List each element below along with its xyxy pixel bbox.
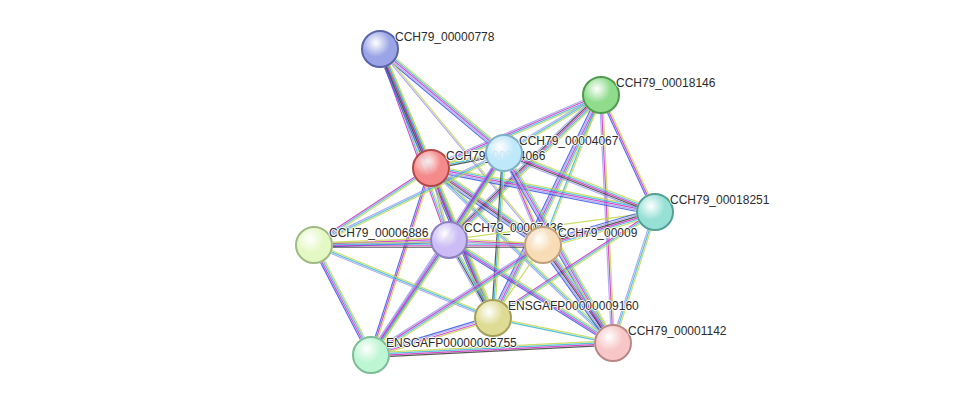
protein-node: CCH79_00009 (524, 226, 562, 264)
node-label: CCH79_00009 (558, 226, 637, 240)
node-label: CCH79_00018251 (670, 193, 769, 207)
node-label: CCH79_00004067 (519, 134, 618, 148)
evidence-line (521, 163, 637, 208)
evidence-line (521, 161, 637, 206)
evidence-line (555, 260, 603, 327)
evidence-line (556, 259, 604, 326)
node-label: ENSGAFP00000005755 (386, 336, 517, 350)
interaction-edge (435, 186, 445, 222)
evidence-line (468, 243, 524, 246)
evidence-line (381, 255, 438, 339)
interaction-edge (392, 63, 532, 231)
protein-node: CCH79_00018146 (582, 76, 620, 114)
evidence-line (609, 112, 647, 195)
evidence-line (331, 161, 487, 236)
evidence-line (388, 257, 528, 347)
protein-node: ENSGAFP00000009160 (474, 299, 512, 337)
evidence-line (493, 172, 501, 299)
interaction-edge (385, 65, 489, 301)
evidence-line (522, 160, 638, 205)
evidence-line (387, 255, 527, 345)
evidence-line (387, 256, 527, 346)
evidence-line (325, 261, 365, 337)
evidence-line (386, 253, 526, 343)
evidence-line (323, 262, 363, 338)
protein-node: CCH79_00001142 (594, 324, 632, 362)
evidence-line (557, 258, 605, 325)
evidence-line (321, 263, 361, 339)
node-label: CCH79_00006886 (329, 226, 428, 240)
node-label: ENSGAFP00000009160 (508, 299, 639, 313)
evidence-line (553, 261, 601, 328)
protein-node: CCH79_00000778 (361, 30, 399, 68)
protein-node: CCH79_00004067 (485, 134, 523, 172)
evidence-line (608, 113, 646, 196)
evidence-line (389, 66, 487, 300)
node-label: CCH79_00000778 (395, 30, 494, 44)
evidence-line (523, 157, 639, 202)
evidence-line (330, 160, 486, 235)
evidence-line (610, 112, 648, 194)
protein-node: ENSGAFP00000005755 (352, 336, 390, 374)
evidence-line (333, 245, 524, 246)
evidence-line (552, 262, 600, 329)
protein-node: CCH79_00018251 (636, 193, 674, 231)
evidence-line (380, 254, 437, 338)
interaction-edge (608, 112, 649, 196)
evidence-line (494, 172, 502, 299)
interaction-edge (468, 240, 524, 246)
interaction-edge (551, 258, 605, 329)
evidence-line (388, 66, 444, 221)
evidence-line (322, 262, 362, 338)
evidence-line (333, 247, 524, 248)
evidence-line (464, 109, 589, 228)
node-label: CCH79_00018146 (616, 76, 715, 90)
evidence-line (393, 63, 532, 230)
interaction-edge (510, 170, 537, 228)
interaction-edge (493, 172, 504, 299)
evidence-line (329, 177, 414, 233)
evidence-line (393, 64, 488, 144)
evidence-line (387, 67, 485, 301)
interaction-edge (521, 157, 639, 208)
interaction-edge (321, 261, 365, 339)
interaction-edge (333, 243, 524, 248)
interaction-edge (386, 253, 528, 346)
evidence-line (390, 65, 488, 299)
protein-node: CCH79_00004066 (412, 149, 450, 187)
node-label: CCH79_00001142 (628, 324, 727, 338)
protein-node: CCH79_00007436 (430, 221, 468, 259)
protein-node: CCH79_00006886 (295, 226, 333, 264)
evidence-line (551, 263, 599, 330)
evidence-line (392, 64, 531, 231)
evidence-line (511, 323, 594, 340)
evidence-line (465, 110, 590, 229)
evidence-line (522, 159, 638, 204)
interaction-edge (461, 106, 590, 229)
evidence-line (512, 321, 595, 338)
interaction-edge (511, 321, 594, 340)
